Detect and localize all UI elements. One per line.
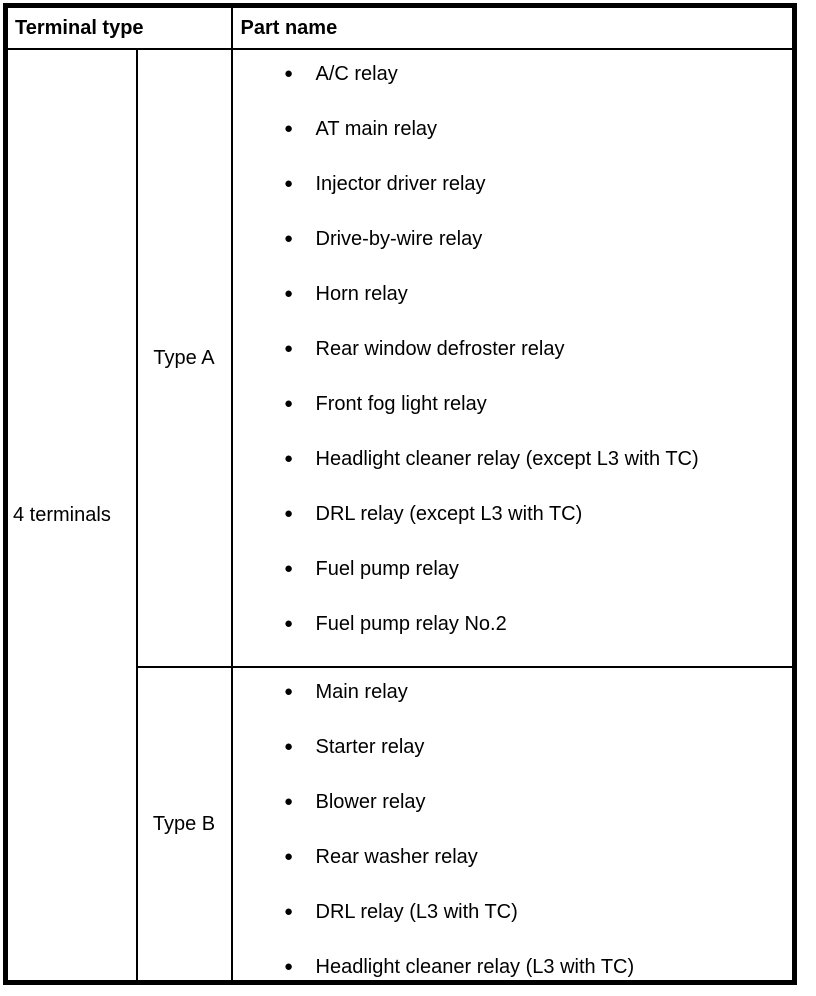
bullet-icon: ●: [283, 285, 294, 302]
cell-type-b-parts: ● Main relay ● Starter relay ● Blower re…: [230, 666, 796, 984]
bullet-icon: ●: [283, 793, 294, 810]
bullet-icon: ●: [283, 175, 294, 192]
bullet-icon: ●: [283, 450, 294, 467]
table-row-type-a: 4 terminals Type A ● A/C relay ● AT main…: [4, 48, 796, 984]
bullet-icon: ●: [283, 615, 294, 632]
part-name-text: Drive-by-wire relay: [315, 228, 483, 250]
part-name-text: Headlight cleaner relay (except L3 with …: [315, 448, 699, 470]
part-name-text: Rear washer relay: [315, 846, 478, 868]
part-list-item: ● DRL relay (L3 with TC): [283, 899, 723, 925]
part-list-item: ● Rear window defroster relay: [283, 336, 723, 362]
part-name-text: Fuel pump relay No.2: [315, 613, 507, 635]
part-list-item: ● Drive-by-wire relay: [283, 226, 723, 252]
part-list-item: ● AT main relay: [283, 116, 723, 142]
part-name-text: Horn relay: [315, 283, 408, 305]
cell-terminal-count: 4 terminals: [4, 48, 138, 984]
bullet-icon: ●: [283, 395, 294, 412]
table-header-row: Terminal type Part name: [4, 4, 796, 50]
bullet-icon: ●: [283, 848, 294, 865]
part-list-item: ● Horn relay: [283, 281, 723, 307]
cell-type-b-label: Type B: [135, 666, 233, 984]
part-list-item: ● Blower relay: [283, 789, 723, 815]
part-list-item: ● Injector driver relay: [283, 171, 723, 197]
table-row-type-b: Type B ● Main relay ● Starter relay: [6, 666, 796, 984]
part-name-text: Injector driver relay: [315, 173, 486, 195]
header-part-name: Part name: [230, 4, 796, 50]
bullet-icon: ●: [283, 505, 294, 522]
part-list-item: ● Fuel pump relay No.2: [283, 611, 723, 637]
bullet-icon: ●: [283, 230, 294, 247]
bullet-icon: ●: [283, 560, 294, 577]
bullet-icon: ●: [283, 738, 294, 755]
part-name-text: A/C relay: [315, 63, 398, 85]
part-list-item: ● Starter relay: [283, 734, 723, 760]
part-name-text: Rear window defroster relay: [315, 338, 565, 360]
part-list-item: ● DRL relay (except L3 with TC): [283, 501, 723, 527]
part-list-item: ● A/C relay: [283, 61, 723, 87]
cell-type-a-parts: ● A/C relay ● AT main relay ● Injector d…: [230, 48, 796, 668]
part-list-item: ● Fuel pump relay: [283, 556, 723, 582]
part-name-text: Headlight cleaner relay (L3 with TC): [315, 956, 635, 978]
part-name-text: Starter relay: [315, 736, 425, 758]
part-name-text: Main relay: [315, 681, 408, 703]
part-list-item: ● Headlight cleaner relay (L3 with TC): [283, 954, 723, 980]
bullet-icon: ●: [283, 340, 294, 357]
part-name-text: DRL relay (except L3 with TC): [315, 503, 583, 525]
part-name-text: DRL relay (L3 with TC): [315, 901, 518, 923]
header-terminal-type: Terminal type: [4, 4, 233, 50]
bullet-icon: ●: [283, 120, 294, 137]
part-list-item: ● Main relay: [283, 679, 723, 705]
part-list-type-b: ● Main relay ● Starter relay ● Blower re…: [233, 668, 723, 980]
terminal-type-table: Terminal type Part name 4 terminals Type…: [3, 3, 797, 985]
part-list-item: ● Rear washer relay: [283, 844, 723, 870]
part-name-text: Fuel pump relay: [315, 558, 459, 580]
cell-type-a-label: Type A: [135, 48, 233, 668]
part-list-item: ● Headlight cleaner relay (except L3 wit…: [283, 446, 723, 472]
bullet-icon: ●: [283, 903, 294, 920]
part-name-text: Blower relay: [315, 791, 426, 813]
bullet-icon: ●: [283, 958, 294, 975]
part-name-text: AT main relay: [315, 118, 438, 140]
part-list-type-a: ● A/C relay ● AT main relay ● Injector d…: [233, 50, 723, 637]
part-list-item: ● Front fog light relay: [283, 391, 723, 417]
part-name-text: Front fog light relay: [315, 393, 487, 415]
bullet-icon: ●: [283, 65, 294, 82]
bullet-icon: ●: [283, 683, 294, 700]
